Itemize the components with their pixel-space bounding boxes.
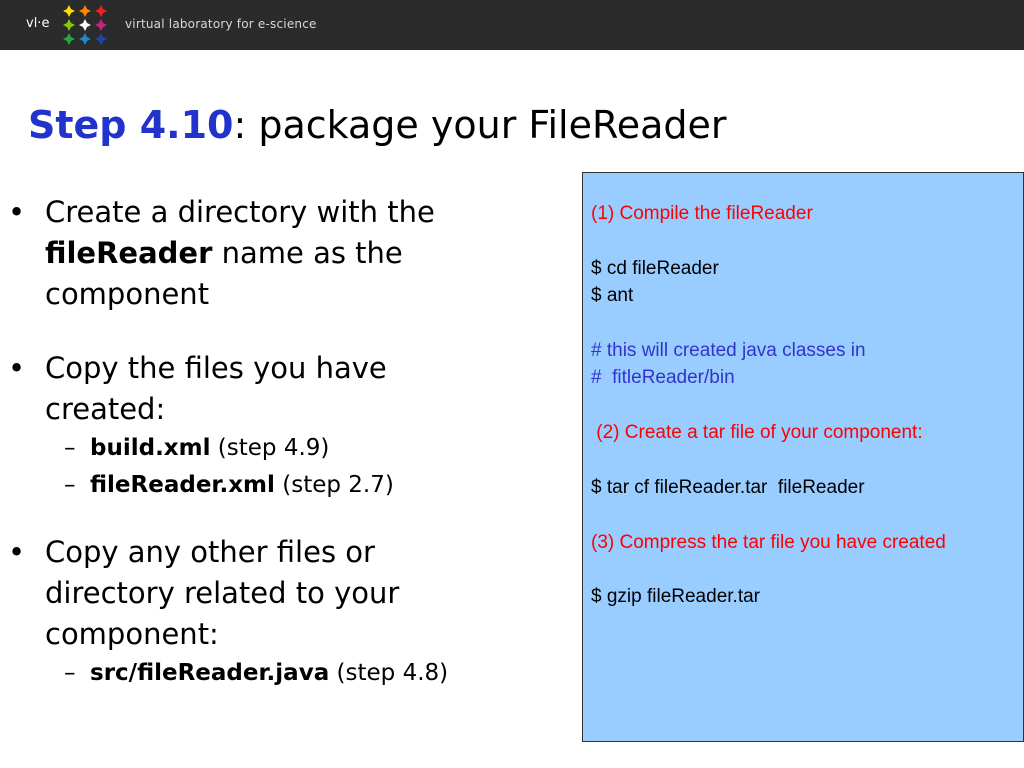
bullet-1-line-1: Create a directory with the bbox=[45, 195, 435, 229]
sub-item-build-xml: – build.xml (step 4.9) bbox=[8, 430, 573, 467]
code-line: (3) Compress the tar file you have creat… bbox=[591, 531, 946, 553]
bullet-1-line-3: component bbox=[45, 277, 210, 311]
bullet-2-line-2: created: bbox=[45, 392, 166, 426]
code-line bbox=[591, 227, 1023, 254]
title-step: Step 4.10 bbox=[28, 103, 234, 147]
code-line bbox=[591, 310, 1023, 337]
sub-bold: build.xml bbox=[90, 435, 211, 461]
code-instructions-box: (1) Compile the fileReader $ cd fileRead… bbox=[582, 172, 1024, 742]
code-line bbox=[591, 501, 1023, 528]
code-line bbox=[591, 556, 1023, 583]
sub-text: (step 4.8) bbox=[329, 660, 449, 686]
bullet-list: • Create a directory with the fileReader… bbox=[8, 192, 573, 692]
header-bar: vl·e virtual laboratory for e-science bbox=[0, 0, 1024, 50]
bullet-item-1: • Create a directory with the fileReader… bbox=[8, 192, 573, 315]
sub-dash: – bbox=[64, 435, 76, 461]
code-line: $ ant bbox=[591, 285, 634, 307]
bullet-3-line-2: directory related to your bbox=[45, 576, 400, 610]
bullet-3-line-1: Copy any other files or bbox=[45, 535, 375, 569]
code-line: # fitleReader/bin bbox=[591, 367, 735, 389]
bullet-3-line-3: component: bbox=[45, 617, 219, 651]
bullet-2-line-1: Copy the files you have bbox=[45, 351, 387, 385]
sub-text: (step 4.9) bbox=[210, 435, 330, 461]
code-line: $ tar cf fileReader.tar fileReader bbox=[591, 476, 865, 498]
code-line: (2) Create a tar file of your component: bbox=[591, 422, 923, 444]
code-line bbox=[591, 447, 1023, 474]
bullet-1-bold: fileReader bbox=[45, 236, 213, 270]
bullet-dot: • bbox=[8, 535, 26, 569]
bullet-dot: • bbox=[8, 351, 26, 385]
title-rest: : package your FileReader bbox=[233, 103, 727, 147]
code-line bbox=[591, 392, 1023, 419]
sub-item-filereader-xml: – fileReader.xml (step 2.7) bbox=[8, 467, 573, 504]
brand-long-label: virtual laboratory for e-science bbox=[125, 17, 317, 31]
vle-logo-icon bbox=[63, 5, 107, 45]
bullet-item-2: • Copy the files you have created: bbox=[8, 348, 573, 430]
bullet-item-3: • Copy any other files or directory rela… bbox=[8, 532, 573, 655]
sub-text: (step 2.7) bbox=[274, 472, 394, 498]
slide-title: Step 4.10: package your FileReader bbox=[28, 102, 726, 148]
bullet-1-line-2: fileReader name as the bbox=[45, 233, 573, 274]
brand-short-label: vl·e bbox=[26, 16, 50, 31]
bullet-dot: • bbox=[8, 195, 26, 229]
code-line: $ cd fileReader bbox=[591, 257, 719, 279]
sub-dash: – bbox=[64, 472, 76, 498]
code-line: (1) Compile the fileReader bbox=[591, 203, 813, 224]
sub-bold: src/fileReader.java bbox=[90, 660, 330, 686]
sub-dash: – bbox=[64, 660, 76, 686]
bullet-1-after-bold: name as the bbox=[212, 236, 403, 270]
sub-item-src-filereader-java: – src/fileReader.java (step 4.8) bbox=[8, 655, 573, 692]
code-line: # this will created java classes in bbox=[591, 339, 866, 361]
code-line: $ gzip fileReader.tar bbox=[591, 586, 760, 608]
sub-bold: fileReader.xml bbox=[90, 472, 275, 498]
